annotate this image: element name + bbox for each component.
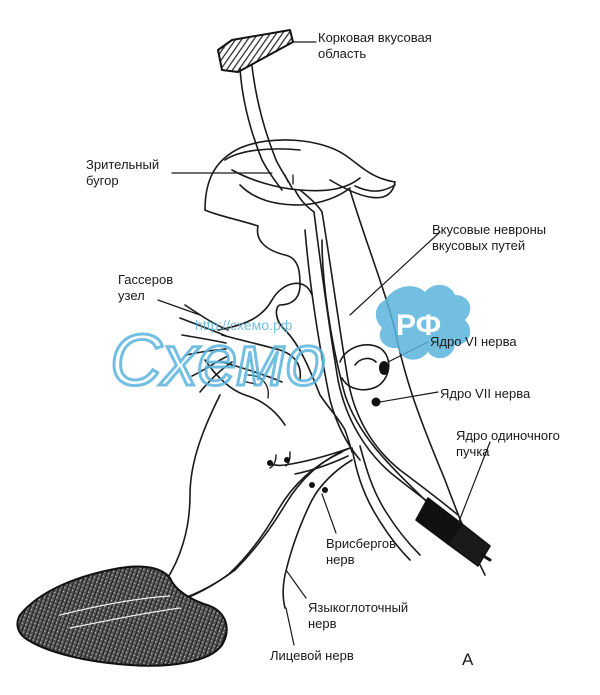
- label-line: Корковая вкусовая: [318, 30, 432, 45]
- cortical-pathway: [239, 65, 293, 191]
- label-line: Вкусовые невроны: [432, 222, 547, 237]
- label-line: Врисбергов: [326, 536, 397, 551]
- ganglion-dot: [322, 487, 328, 493]
- nucleus-vii-dot: [371, 397, 381, 407]
- ganglion-dot: [309, 482, 315, 488]
- cortex-block: [217, 29, 294, 73]
- brainstem-outline: [204, 189, 486, 576]
- watermark-url: http://схемо.рф: [195, 317, 292, 333]
- watermark-badge: РФ: [396, 309, 441, 342]
- label-line: Зрительный: [86, 157, 160, 172]
- taste-neuron-fibres: [294, 189, 459, 521]
- label-nucleus-vii: Ядро VII нерва: [440, 386, 531, 401]
- label-line: Гассеров: [118, 272, 174, 287]
- label-nucleus-vi: Ядро VI нерва: [430, 334, 517, 349]
- label-cortical-taste-area: Корковая вкусовая область: [318, 30, 432, 62]
- label-line: нерв: [308, 616, 337, 631]
- facial-nerve-bundle: [155, 445, 421, 610]
- ganglion-dot: [284, 457, 290, 463]
- watermark-brand: Схемо: [110, 321, 326, 401]
- label-line: Языкоглоточный: [308, 600, 409, 615]
- label-gasserian-ganglion: Гассеров узел: [118, 272, 173, 304]
- outer-contour: [164, 179, 396, 583]
- nucleus-vi-dot: [379, 361, 389, 375]
- label-line: Ядро одиночного: [456, 428, 560, 443]
- panel-letter: A: [462, 650, 474, 669]
- watermark-splash: [375, 284, 471, 360]
- label-line: нерв: [326, 552, 355, 567]
- label-thalamus: Зрительный бугор: [86, 157, 159, 189]
- label-glossopharyngeal-nerve: Языкоглоточный нерв: [308, 600, 408, 632]
- solitary-tract: [415, 497, 492, 567]
- label-taste-neurons: Вкусовые невроны вкусовых путей: [432, 222, 546, 254]
- label-line: узел: [118, 288, 145, 303]
- label-line: пучка: [456, 444, 490, 459]
- label-line: вкусовых путей: [432, 238, 526, 253]
- label-facial-nerve: Лицевой нерв: [270, 648, 354, 663]
- watermark: РФ http://схемо.рф Схемо: [109, 284, 471, 403]
- label-line: область: [318, 46, 367, 61]
- ganglion-dot: [267, 460, 273, 466]
- label-solitary-nucleus: Ядро одиночного пучка: [456, 428, 560, 460]
- tongue: [16, 565, 228, 667]
- thalamus-outline: [204, 139, 396, 211]
- label-line: бугор: [86, 173, 119, 188]
- gasserian-ganglion: [179, 282, 313, 393]
- label-wrisberg-nerve: Врисбергов нерв: [326, 536, 396, 568]
